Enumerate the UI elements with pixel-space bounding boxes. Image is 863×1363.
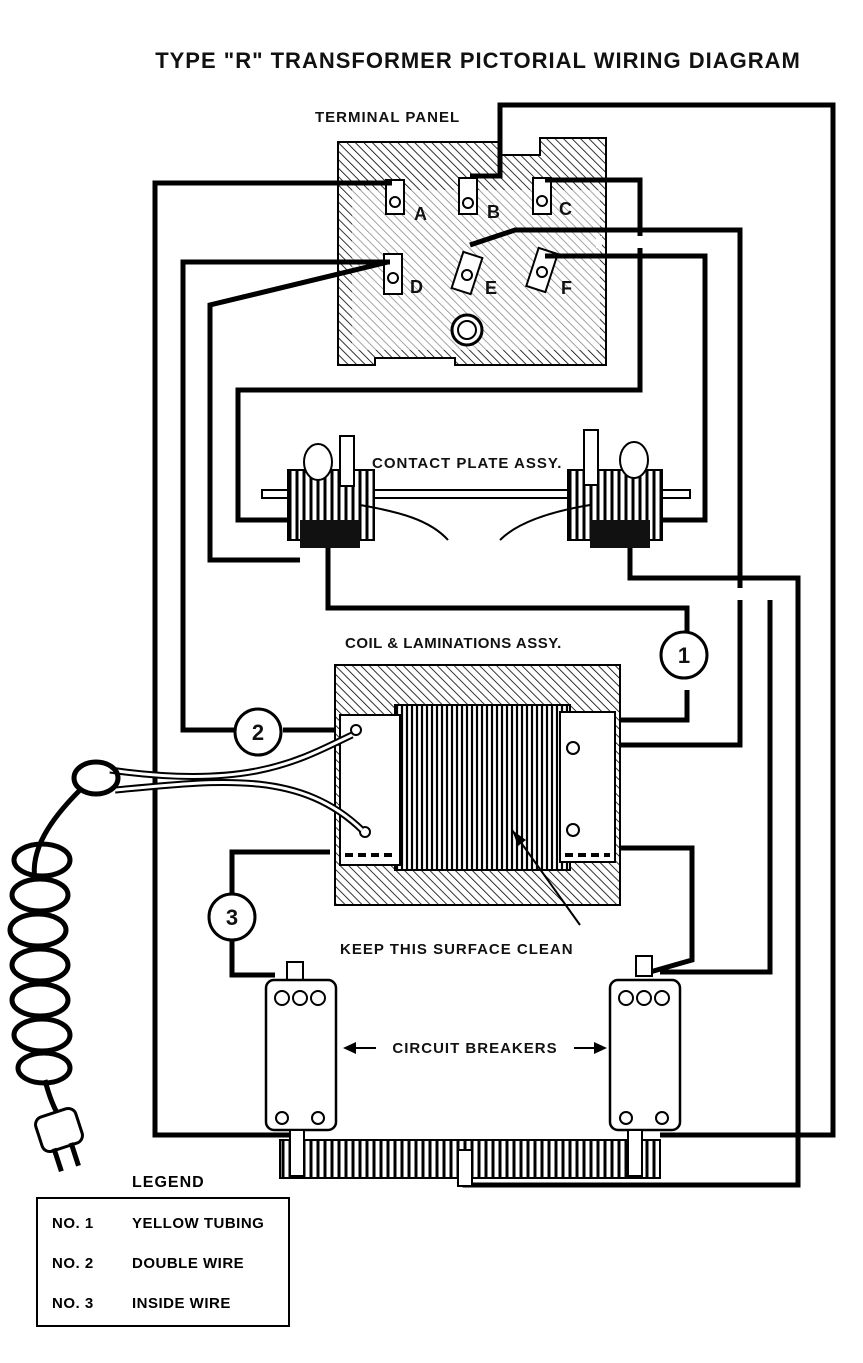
rheostat-slider (457, 1149, 473, 1187)
wire-number-3: 3 (207, 892, 257, 942)
panel-knob-hole (450, 313, 484, 347)
coil-winding (394, 704, 571, 871)
terminal-panel-label: TERMINAL PANEL (315, 109, 460, 126)
wire-d-coil (180, 259, 390, 733)
contact-plate-label: CONTACT PLATE ASSY. (372, 455, 562, 472)
terminal-label-f: F (561, 278, 572, 298)
wires (152, 102, 836, 1188)
coil-left-bracket (339, 714, 401, 866)
wire-b-right (470, 102, 836, 1138)
wire-number-2: 2 (233, 707, 283, 757)
terminal-screw-e (450, 250, 484, 296)
wire-3-bottom (229, 938, 275, 978)
legend-row-1: NO. 1 YELLOW TUBING (52, 1215, 264, 1232)
tubing-marks (596, 236, 743, 600)
circuit-breaker-left (264, 961, 338, 1132)
terminal-screw-c (532, 177, 552, 215)
plug-icon (34, 1106, 84, 1173)
legend: NO. 1 YELLOW TUBING NO. 2 DOUBLE WIRE NO. … (36, 1197, 290, 1327)
wire-number-3-label: 3 (226, 905, 238, 930)
keep-clean-label: KEEP THIS SURFACE CLEAN (340, 941, 574, 958)
wire-f-contact (545, 253, 708, 523)
terminal-label-a: A (414, 204, 427, 224)
terminal-label-d: D (410, 277, 423, 297)
contact-plate-assembly (261, 429, 691, 548)
terminal-screw-b (458, 177, 478, 215)
circuit-breaker-right (608, 955, 682, 1132)
wire-breaker-right (660, 600, 773, 975)
wire-coil-breaker (605, 845, 695, 975)
wire-1 (616, 690, 690, 723)
coil-laminations-assembly (334, 664, 621, 906)
legend-description: DOUBLE WIRE (132, 1255, 245, 1272)
terminal-screw-f (525, 246, 559, 294)
legend-description: YELLOW TUBING (132, 1215, 265, 1232)
terminal-label-b: B (487, 202, 500, 222)
coil-label: COIL & LAMINATIONS ASSY. (345, 635, 562, 652)
wire-contact-left-coil (325, 548, 690, 645)
left-lamp-bulb (303, 443, 333, 481)
wire-number-1: 1 (659, 630, 709, 680)
wire-d-contact (207, 259, 389, 563)
legend-number: NO. 3 (52, 1295, 94, 1312)
legend-title: LEGEND (132, 1174, 205, 1191)
wire-c-contact (235, 177, 643, 523)
circuit-breakers-label: CIRCUIT BREAKERS (392, 1040, 557, 1057)
terminal-label-c: C (559, 199, 572, 219)
legend-number: NO. 1 (52, 1215, 94, 1232)
legend-row-2: NO. 2 DOUBLE WIRE (52, 1255, 244, 1272)
legend-row-3: NO. 3 INSIDE WIRE (52, 1295, 231, 1312)
terminal-panel (337, 137, 607, 366)
coiled-cord (7, 841, 73, 1120)
coil-right-bracket (559, 711, 616, 863)
terminal-screw-a (385, 179, 405, 215)
diagram-title: TYPE "R" TRANSFORMER PICTORIAL WIRING DI… (155, 48, 801, 73)
right-lamp-bulb (619, 441, 649, 479)
wire-number-2-label: 2 (252, 720, 264, 745)
legend-number: NO. 2 (52, 1255, 94, 1272)
keep-clean-arrow (511, 829, 581, 926)
wire-3-top (229, 849, 330, 893)
rheostat-winding (279, 1129, 661, 1187)
wire-a-left (152, 180, 392, 1138)
power-cord (7, 731, 365, 1173)
wire-e-coil (469, 227, 743, 748)
legend-description: INSIDE WIRE (132, 1295, 231, 1312)
wire-number-1-label: 1 (678, 643, 690, 668)
terminal-label-e: E (485, 278, 497, 298)
